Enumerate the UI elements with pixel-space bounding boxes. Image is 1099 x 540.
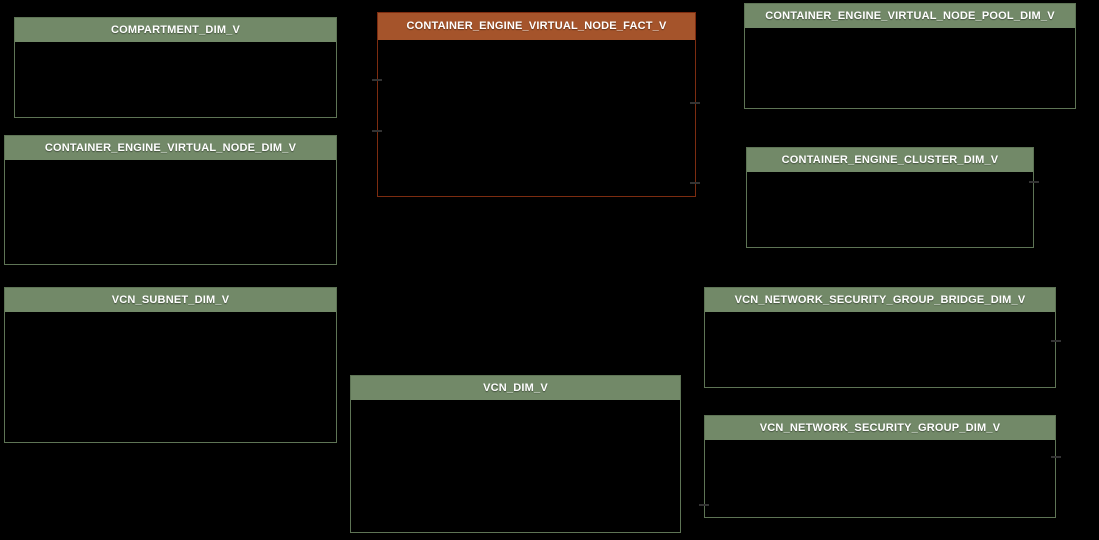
entity-header[interactable]: CONTAINER_ENGINE_VIRTUAL_NODE_POOL_DIM_V: [745, 4, 1075, 28]
entity-container-engine-virtual-node-dim-v[interactable]: CONTAINER_ENGINE_VIRTUAL_NODE_DIM_V: [4, 135, 337, 265]
entity-header[interactable]: VCN_SUBNET_DIM_V: [5, 288, 336, 312]
entity-body: [351, 400, 680, 532]
connector-stub: [1051, 340, 1061, 342]
entity-title: COMPARTMENT_DIM_V: [110, 23, 241, 36]
entity-container-engine-cluster-dim-v[interactable]: CONTAINER_ENGINE_CLUSTER_DIM_V: [746, 147, 1034, 248]
entity-header[interactable]: CONTAINER_ENGINE_VIRTUAL_NODE_DIM_V: [5, 136, 336, 160]
entity-title: VCN_SUBNET_DIM_V: [111, 293, 230, 306]
entity-container-engine-virtual-node-fact-v[interactable]: CONTAINER_ENGINE_VIRTUAL_NODE_FACT_V: [377, 12, 696, 197]
entity-header[interactable]: CONTAINER_ENGINE_CLUSTER_DIM_V: [747, 148, 1033, 172]
entity-header[interactable]: VCN_NETWORK_SECURITY_GROUP_BRIDGE_DIM_V: [705, 288, 1055, 312]
entity-vcn-network-security-group-bridge-dim-v[interactable]: VCN_NETWORK_SECURITY_GROUP_BRIDGE_DIM_V: [704, 287, 1056, 388]
connector-stub: [1029, 181, 1039, 183]
entity-body: [378, 40, 695, 196]
entity-header[interactable]: CONTAINER_ENGINE_VIRTUAL_NODE_FACT_V: [378, 13, 695, 40]
connector-stub: [372, 130, 382, 132]
entity-title: CONTAINER_ENGINE_CLUSTER_DIM_V: [781, 153, 999, 166]
connector-stub: [699, 504, 709, 506]
entity-body: [15, 42, 336, 117]
entity-title: CONTAINER_ENGINE_VIRTUAL_NODE_FACT_V: [406, 20, 667, 32]
entity-vcn-subnet-dim-v[interactable]: VCN_SUBNET_DIM_V: [4, 287, 337, 443]
entity-compartment-dim-v[interactable]: COMPARTMENT_DIM_V: [14, 17, 337, 118]
entity-header[interactable]: COMPARTMENT_DIM_V: [15, 18, 336, 42]
entity-body: [745, 28, 1075, 108]
entity-vcn-network-security-group-dim-v[interactable]: VCN_NETWORK_SECURITY_GROUP_DIM_V: [704, 415, 1056, 518]
entity-title: CONTAINER_ENGINE_VIRTUAL_NODE_POOL_DIM_V: [765, 9, 1055, 22]
entity-header[interactable]: VCN_NETWORK_SECURITY_GROUP_DIM_V: [705, 416, 1055, 440]
connector-stub: [372, 79, 382, 81]
entity-body: [747, 172, 1033, 247]
entity-title: VCN_NETWORK_SECURITY_GROUP_DIM_V: [759, 421, 1001, 434]
entity-vcn-dim-v[interactable]: VCN_DIM_V: [350, 375, 681, 533]
entity-title: CONTAINER_ENGINE_VIRTUAL_NODE_DIM_V: [44, 141, 297, 154]
entity-title: VCN_NETWORK_SECURITY_GROUP_BRIDGE_DIM_V: [734, 293, 1026, 306]
entity-title: VCN_DIM_V: [483, 381, 548, 394]
entity-body: [705, 312, 1055, 387]
connector-stub: [1051, 456, 1061, 458]
entity-container-engine-virtual-node-pool-dim-v[interactable]: CONTAINER_ENGINE_VIRTUAL_NODE_POOL_DIM_V: [744, 3, 1076, 109]
entity-header[interactable]: VCN_DIM_V: [351, 376, 680, 400]
connector-stub: [690, 182, 700, 184]
entity-body: [705, 440, 1055, 517]
entity-body: [5, 312, 336, 442]
entity-body: [5, 160, 336, 264]
connector-stub: [690, 102, 700, 104]
